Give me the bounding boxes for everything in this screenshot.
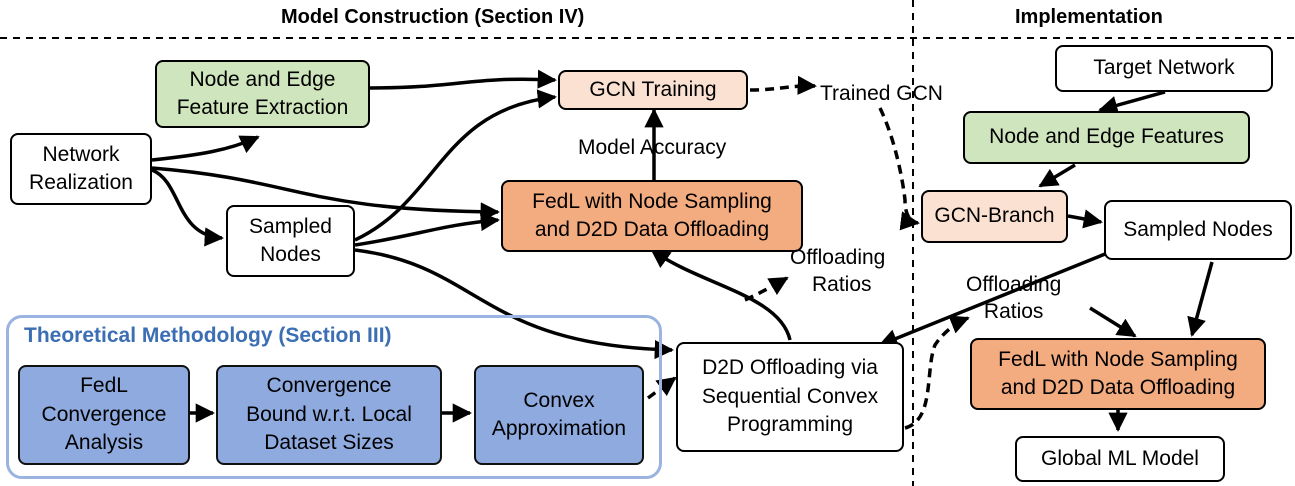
label-trained-gcn: Trained GCN (820, 82, 943, 105)
node-feature-extraction: Node and Edge Feature Extraction (155, 60, 370, 128)
edge-network-to-features (151, 135, 260, 162)
node-fedl-convergence-analysis-line-3: Analysis (64, 431, 144, 455)
node-convex-approximation: Convex Approximation (474, 365, 644, 465)
edge-network-to-fedl (151, 166, 500, 222)
header-model-construction: Model Construction (Section IV) (281, 6, 585, 28)
node-sampled-nodes-left-line-2: Nodes (260, 243, 321, 266)
edge-sampled-right-to-fedl (1187, 261, 1214, 337)
node-d2d-offloading-line-2: Sequential Convex (701, 384, 879, 408)
node-convergence-bound-line-3: Dataset Sizes (264, 431, 394, 455)
node-convex-approximation-line-2: Approximation (491, 417, 627, 440)
node-node-edge-features: Node and Edge Features (963, 111, 1250, 164)
node-convergence-bound-line-1: Convergence (266, 374, 392, 398)
header-implementation: Implementation (1015, 6, 1163, 28)
node-gcn-training-line-1: GCN Training (589, 77, 717, 101)
node-fedl-left-line-1: FedL with Node Sampling (532, 189, 772, 213)
node-fedl-convergence-analysis-line-1: FedL (80, 374, 128, 398)
edge-network-to-sampled (151, 168, 224, 247)
edge-sampled-to-gcn (354, 89, 557, 242)
node-network-realization: Network Realization (10, 133, 152, 205)
edge-features-to-branch (1038, 163, 1076, 188)
theoretical-methodology-title: Theoretical Methodology (Section III) (24, 324, 392, 347)
node-sampled-nodes-left: Sampled Nodes (226, 205, 355, 277)
node-node-edge-features-line-1: Node and Edge Features (989, 125, 1224, 149)
label-offloading-ratios-right-line-2: Ratios (983, 300, 1044, 324)
edge-sampled-right-to-d2d (878, 248, 1116, 348)
node-convergence-bound: Convergence Bound w.r.t. Local Dataset S… (216, 365, 442, 465)
edge-sampled-to-fedl (354, 211, 500, 247)
node-fedl-right-line-2: and D2D Data Offloading (1000, 376, 1236, 399)
edge-branch-to-sampled (1067, 209, 1103, 229)
node-d2d-offloading: D2D Offloading via Sequential Convex Pro… (676, 342, 904, 452)
edge-d2d-to-fedl (650, 248, 792, 341)
label-offloading-ratios-left-line-1: Offloading (790, 246, 886, 269)
node-gcn-branch-line-1: GCN-Branch (934, 204, 1055, 228)
label-offloading-ratios-left: Offloading Ratios (790, 244, 885, 299)
node-feature-extraction-line-2: Feature Extraction (176, 96, 349, 119)
node-fedl-left: FedL with Node Sampling and D2D Data Off… (501, 180, 803, 252)
node-d2d-offloading-line-3: Programming (726, 413, 854, 437)
label-offloading-ratios-left-line-2: Ratios (812, 273, 872, 297)
node-fedl-left-line-2: and D2D Data Offloading (534, 218, 770, 241)
edge-sampled-to-d2d (354, 248, 674, 360)
node-global-ml-model: Global ML Model (1015, 436, 1225, 482)
node-sampled-nodes-right: Sampled Nodes (1104, 200, 1292, 260)
edge-d2d-to-ratios-right (904, 315, 970, 430)
label-model-accuracy: Model Accuracy (578, 136, 727, 159)
node-network-realization-line-2: Realization (29, 171, 133, 194)
node-fedl-right-line-1: FedL with Node Sampling (998, 347, 1238, 371)
node-sampled-nodes-right-line-1: Sampled Nodes (1123, 217, 1273, 241)
node-fedl-convergence-analysis-line-2: Convergence (41, 402, 167, 426)
node-convex-approximation-line-1: Convex (523, 388, 595, 412)
node-fedl-right: FedL with Node Sampling and D2D Data Off… (970, 338, 1266, 410)
label-offloading-ratios-right: Offloading Ratios (966, 271, 1061, 326)
node-convergence-bound-line-2: Bound w.r.t. Local (246, 402, 412, 426)
node-gcn-branch: GCN-Branch (921, 190, 1068, 243)
edge-d2d-to-ratios-left (744, 276, 789, 302)
node-target-network-line-1: Target Network (1093, 56, 1235, 80)
node-gcn-training: GCN Training (558, 70, 748, 110)
theoretical-methodology-frame (6, 315, 662, 479)
edge-trained-to-branch (878, 107, 920, 231)
node-feature-extraction-line-1: Node and Edge (189, 67, 336, 91)
node-sampled-nodes-left-line-1: Sampled (249, 214, 332, 238)
node-d2d-offloading-line-1: D2D Offloading via (702, 356, 878, 380)
label-offloading-ratios-right-line-1: Offloading (966, 273, 1062, 296)
edge-ratios-to-fedl (1089, 306, 1137, 338)
node-global-ml-model-line-1: Global ML Model (1041, 446, 1199, 470)
edge-target-to-features (1098, 90, 1166, 115)
node-fedl-convergence-analysis: FedL Convergence Analysis (18, 365, 190, 465)
edge-features-to-gcn (369, 69, 557, 90)
node-target-network: Target Network (1055, 45, 1273, 92)
node-network-realization-line-1: Network (42, 142, 120, 166)
edge-gcn-to-trained (749, 75, 817, 95)
